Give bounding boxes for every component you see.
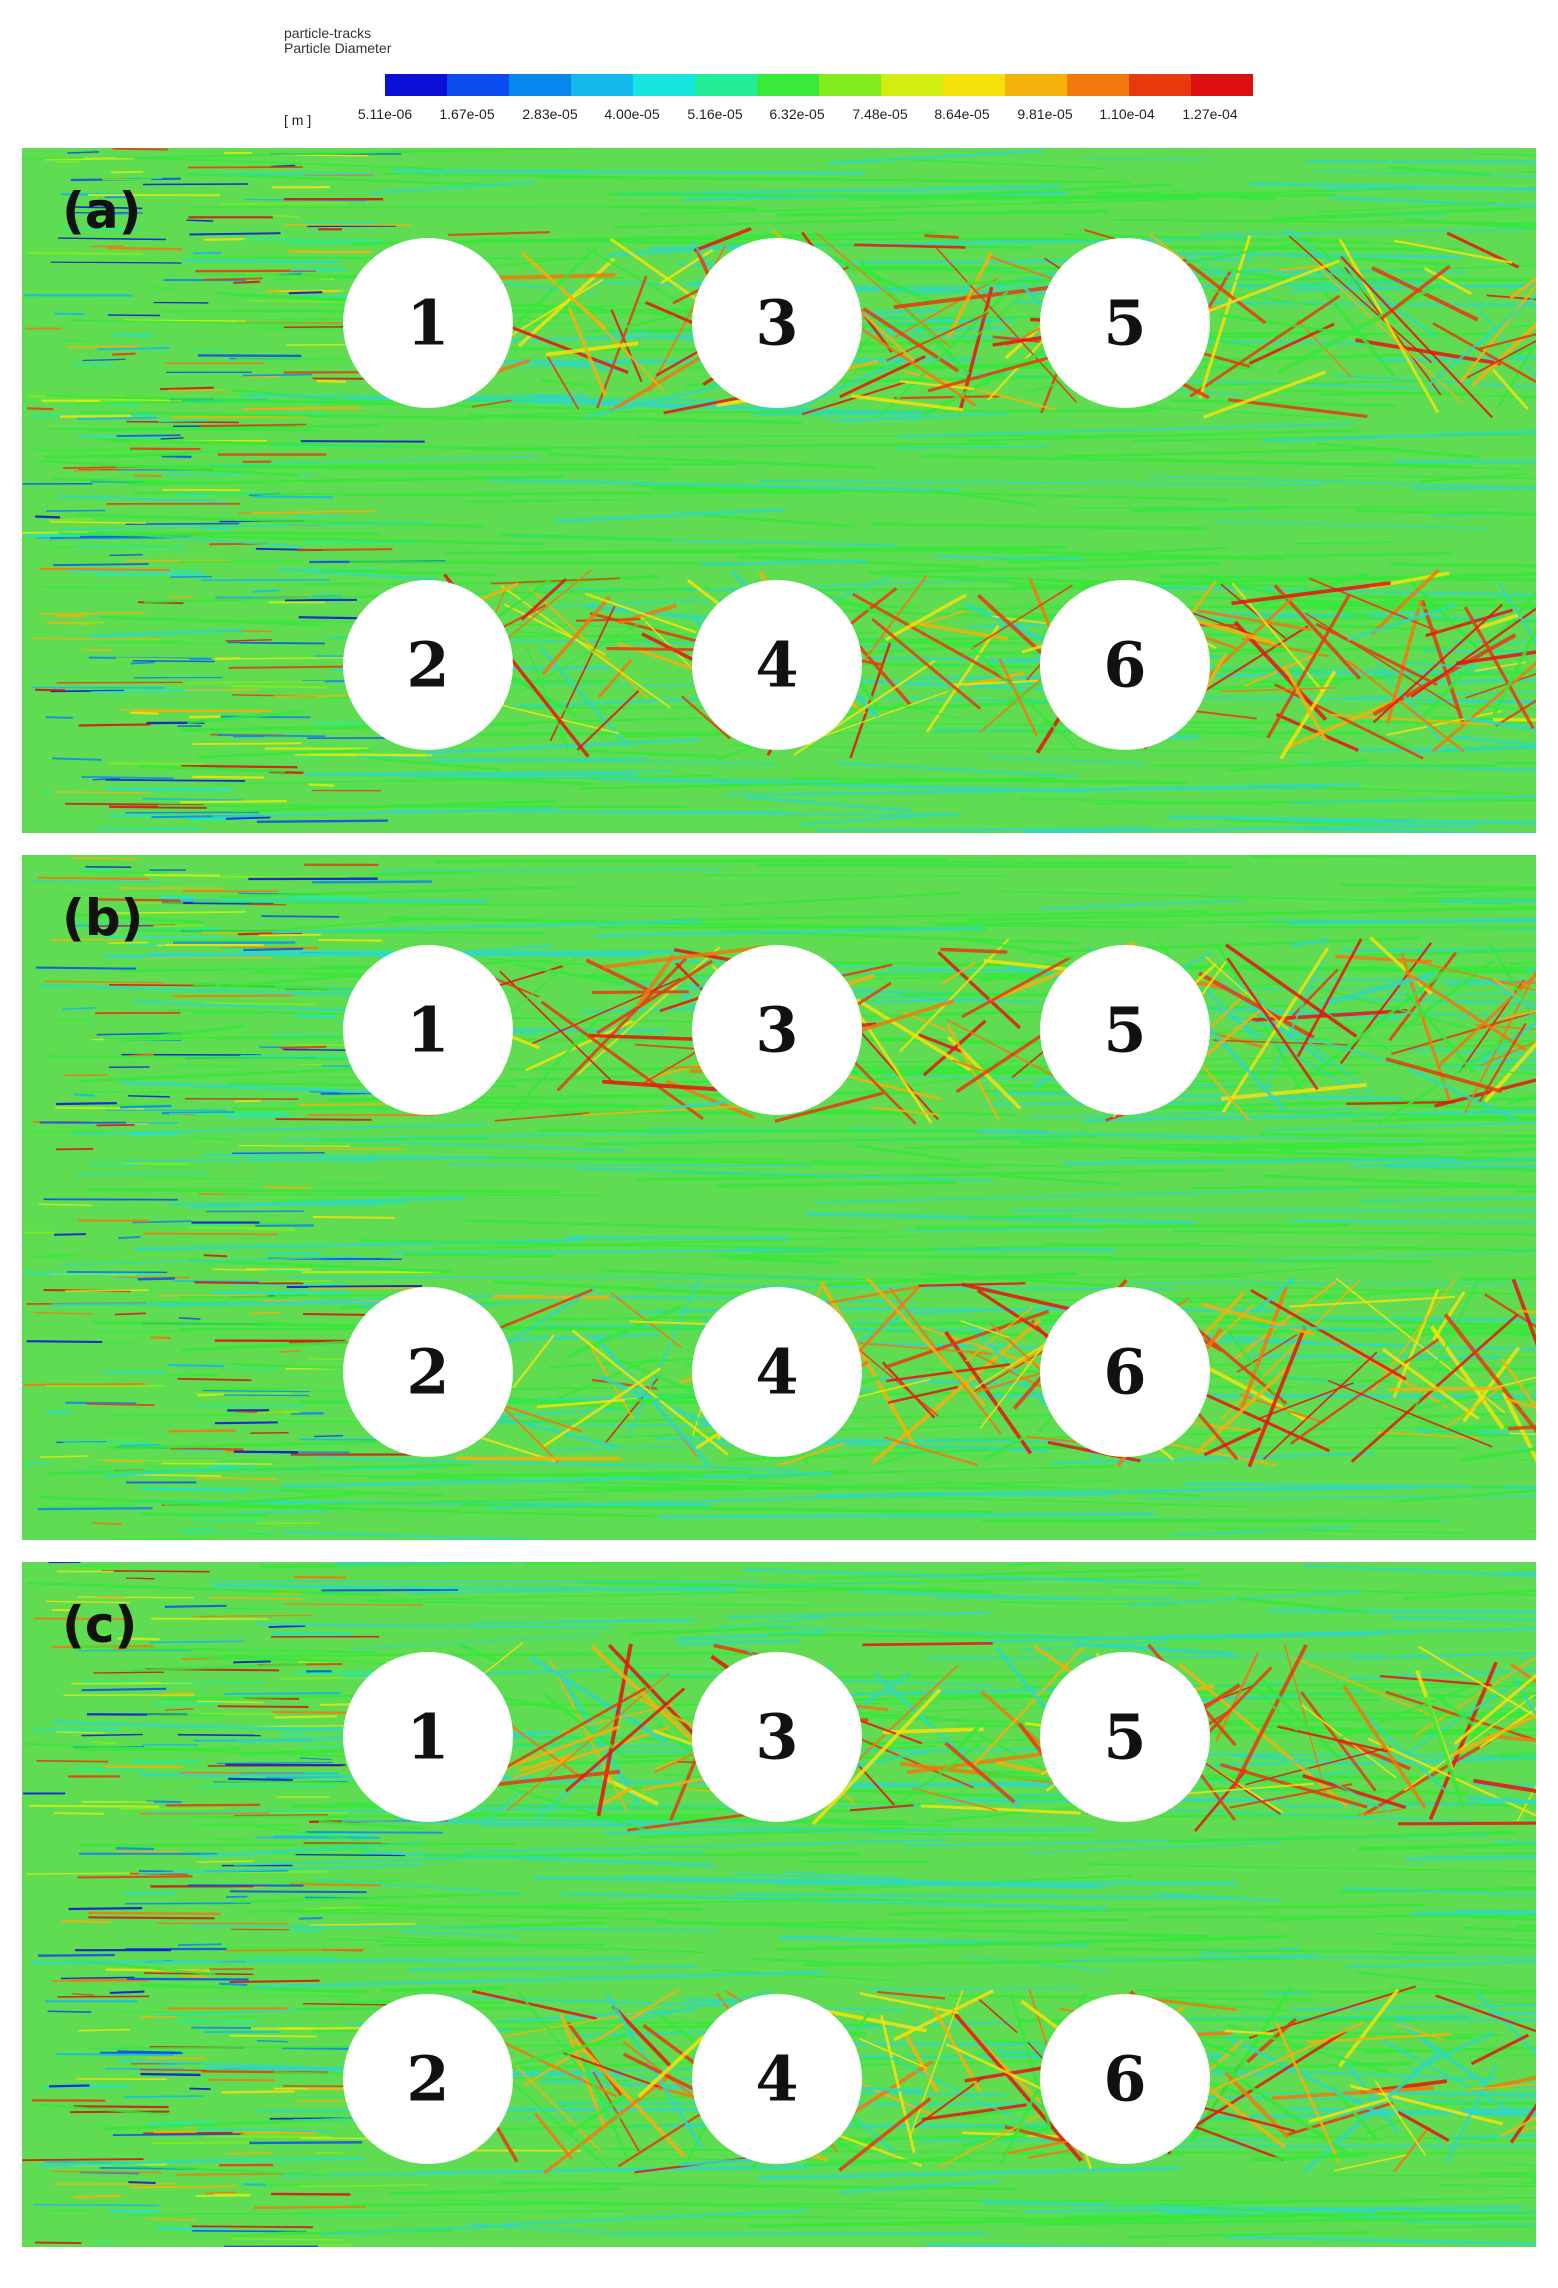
cylinder-label: 5: [1103, 286, 1147, 360]
legend-tick: 6.32e-05: [769, 106, 825, 122]
cylinder-label: 1: [406, 1700, 450, 1774]
legend-swatch: [1005, 74, 1067, 96]
legend-swatch: [943, 74, 1005, 96]
cylinder: [1040, 238, 1210, 408]
legend-title-line2: Particle Diameter: [284, 40, 392, 56]
cylinder: [692, 238, 862, 408]
cylinder-label: 6: [1103, 1335, 1147, 1409]
legend-swatch: [571, 74, 633, 96]
cylinder: [1040, 945, 1210, 1115]
particle-tracks-field: [22, 148, 1536, 833]
cylinder-label: 4: [755, 1335, 799, 1409]
cylinder-label: 2: [406, 1335, 450, 1409]
particle-tracks-field: [22, 1562, 1536, 2247]
cylinder: [1040, 580, 1210, 750]
particle-tracks-field: [22, 855, 1536, 1540]
cylinder-label: 1: [406, 993, 450, 1067]
legend-tick: 1.67e-05: [439, 106, 495, 122]
cylinder-label: 5: [1103, 1700, 1147, 1774]
legend-swatch: [633, 74, 695, 96]
legend-swatch: [1129, 74, 1191, 96]
panel-label: (b): [62, 889, 144, 947]
legend-tick: 5.16e-05: [687, 106, 743, 122]
legend-swatch: [757, 74, 819, 96]
legend-tick: 8.64e-05: [934, 106, 990, 122]
panel-label: (c): [62, 1596, 138, 1654]
cylinder-label: 4: [755, 628, 799, 702]
cylinder: [343, 580, 513, 750]
panel-b: (b) 1 2 3 4 5 6: [22, 855, 1536, 1540]
cylinder-label: 3: [755, 1700, 799, 1774]
legend-tick: 5.11e-06: [357, 106, 413, 122]
cylinder-label: 6: [1103, 628, 1147, 702]
legend-swatch: [695, 74, 757, 96]
legend-tick: 4.00e-05: [604, 106, 660, 122]
cylinder-label: 3: [755, 993, 799, 1067]
cylinder: [343, 1994, 513, 2164]
cylinder: [1040, 1287, 1210, 1457]
color-legend: particle-tracks Particle Diameter 5.11e-…: [0, 0, 1558, 140]
cylinder-label: 3: [755, 286, 799, 360]
cylinder: [692, 580, 862, 750]
cylinder: [1040, 1652, 1210, 1822]
cylinder: [343, 1287, 513, 1457]
legend-swatch: [881, 74, 943, 96]
legend-title-line1: particle-tracks: [284, 25, 372, 41]
legend-swatch: [509, 74, 571, 96]
cylinder: [343, 1652, 513, 1822]
legend-tick: 1.10e-04: [1099, 106, 1155, 122]
legend-swatch: [447, 74, 509, 96]
legend-swatch: [1067, 74, 1129, 96]
legend-unit: [ m ]: [284, 112, 312, 128]
cylinder: [692, 1994, 862, 2164]
legend-tick: 9.81e-05: [1017, 106, 1073, 122]
cylinder: [343, 238, 513, 408]
legend-tick: 7.48e-05: [852, 106, 908, 122]
legend-color-bar: [385, 74, 1253, 96]
legend-swatch: [819, 74, 881, 96]
panel-a: (a) 1 2 3 4 5 6: [22, 148, 1536, 833]
legend-tick: 1.27e-04: [1182, 106, 1238, 122]
cylinder-label: 5: [1103, 993, 1147, 1067]
legend-tick: 2.83e-05: [522, 106, 578, 122]
legend-swatch: [1191, 74, 1253, 96]
cylinder-label: 2: [406, 2042, 450, 2116]
cylinder-label: 1: [406, 286, 450, 360]
cylinder: [692, 945, 862, 1115]
cylinder: [692, 1652, 862, 1822]
cylinder: [1040, 1994, 1210, 2164]
cylinder: [692, 1287, 862, 1457]
cylinder-label: 6: [1103, 2042, 1147, 2116]
cylinder-label: 4: [755, 2042, 799, 2116]
panel-label: (a): [62, 182, 142, 240]
cylinder-label: 2: [406, 628, 450, 702]
panel-c: (c) 1 2 3 4 5 6: [22, 1562, 1536, 2247]
cylinder: [343, 945, 513, 1115]
legend-swatch: [385, 74, 447, 96]
